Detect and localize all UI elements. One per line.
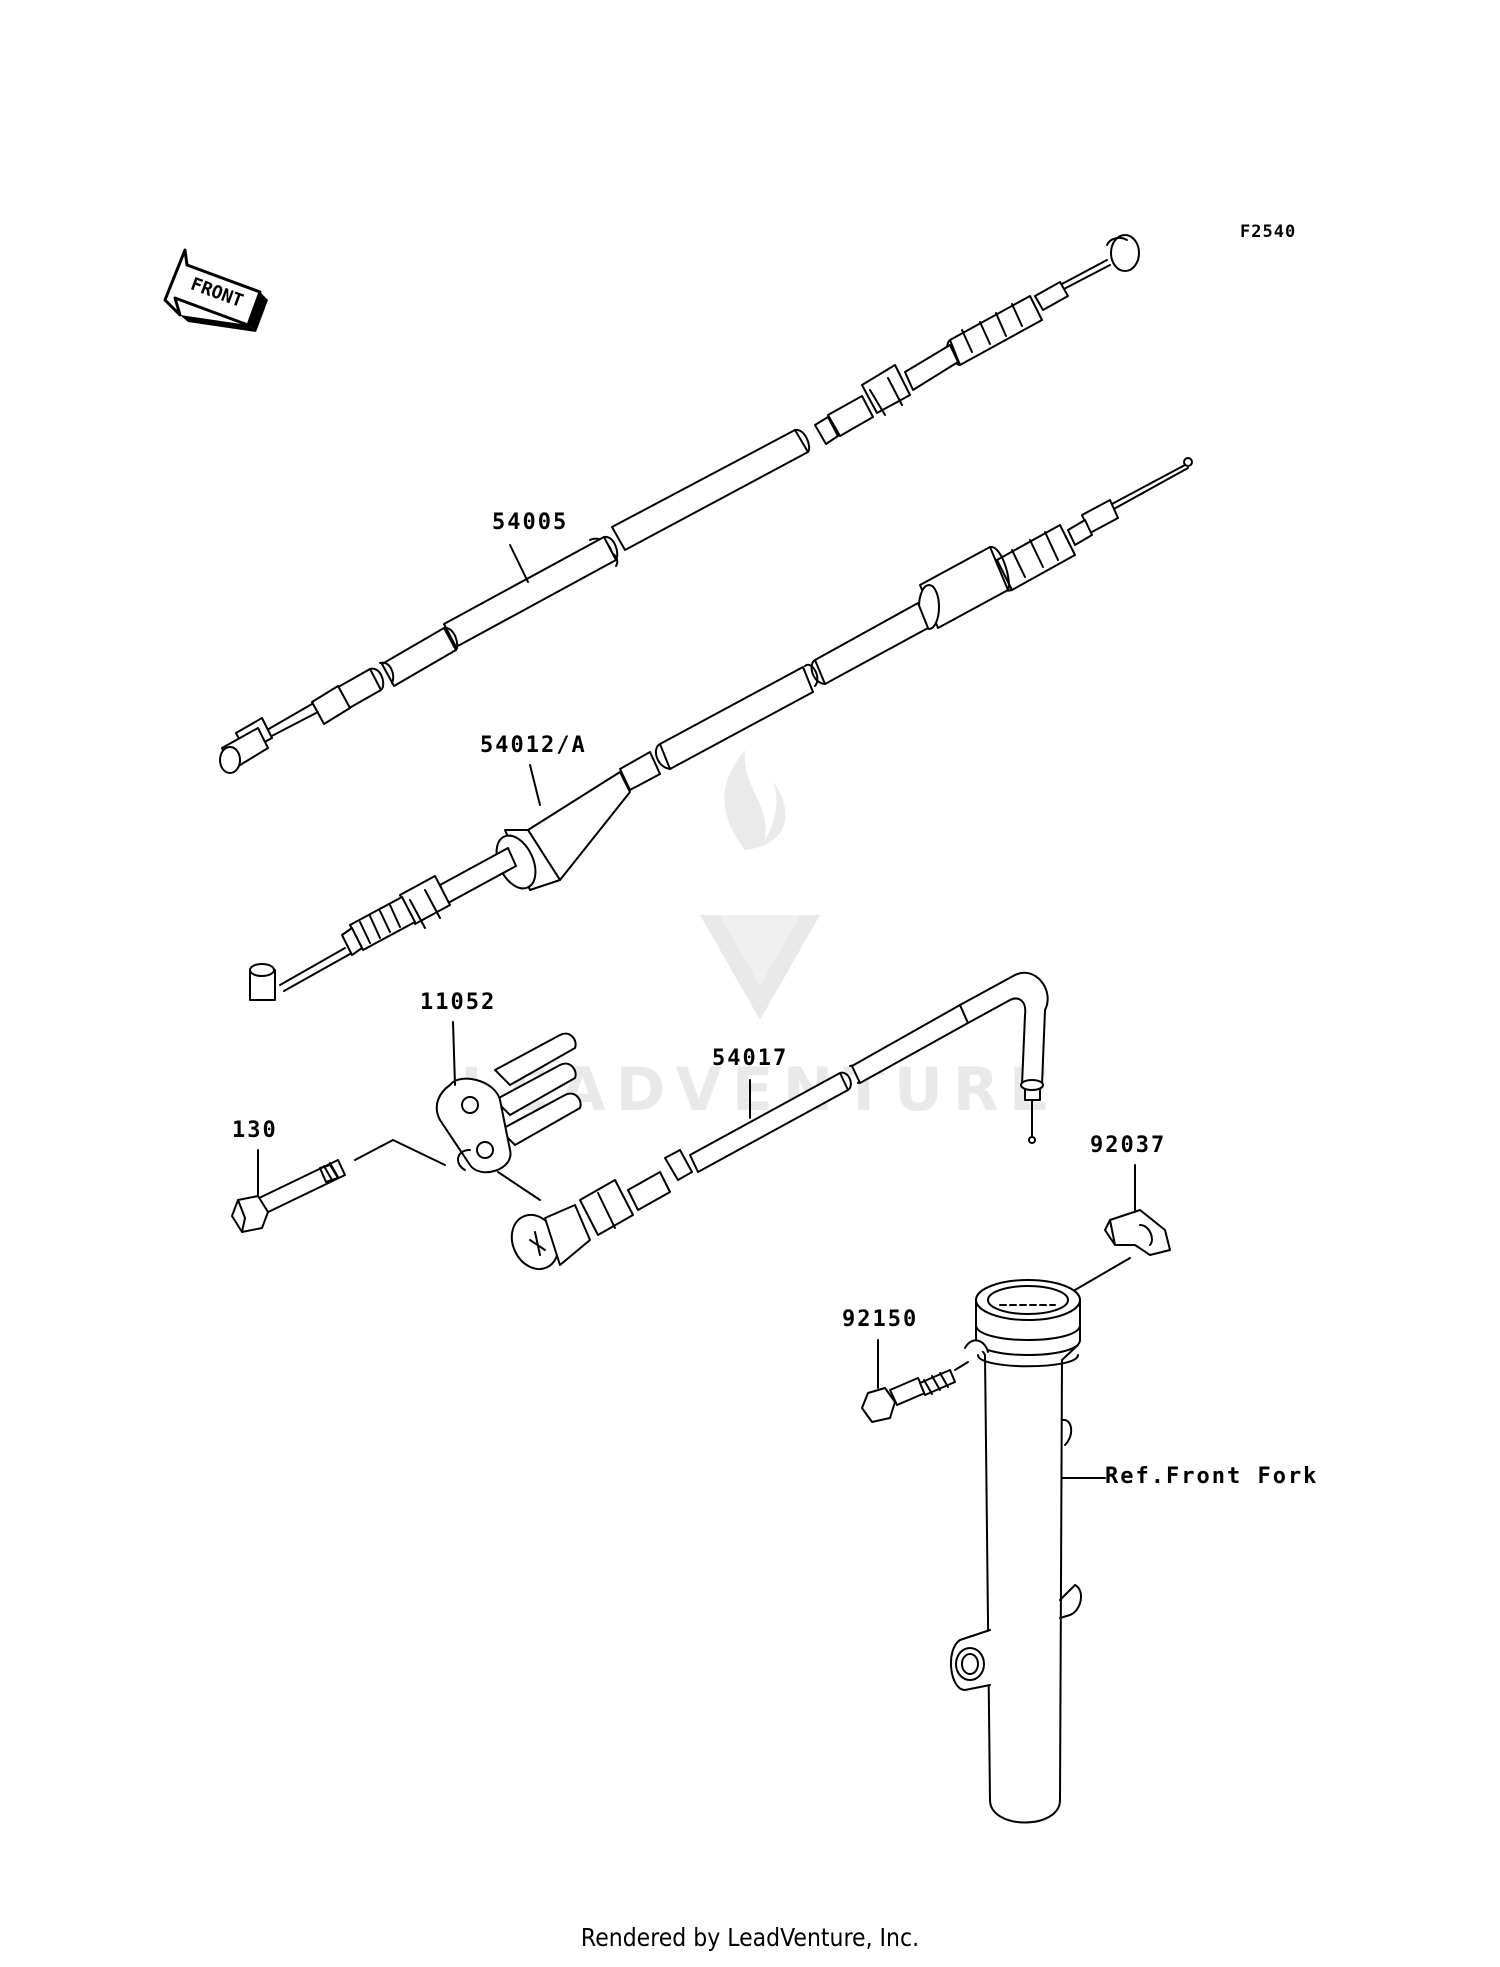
bracket-11052 bbox=[435, 1021, 582, 1174]
footer-credit: Rendered by LeadVenture, Inc. bbox=[580, 1923, 920, 1952]
part-label-54012a[interactable]: 54012/A bbox=[480, 733, 587, 758]
front-arrow-icon: FRONT bbox=[163, 248, 268, 332]
part-label-54017[interactable]: 54017 bbox=[712, 1046, 789, 1071]
part-label-130[interactable]: 130 bbox=[232, 1118, 278, 1143]
bolt-92150 bbox=[861, 1339, 969, 1423]
part-label-92150[interactable]: 92150 bbox=[842, 1307, 919, 1332]
part-label-54005[interactable]: 54005 bbox=[492, 510, 569, 535]
reference-front-fork: Ref.Front Fork bbox=[1105, 1464, 1319, 1489]
cable-54017 bbox=[510, 971, 1049, 1271]
diagram-code: F2540 bbox=[1240, 222, 1297, 242]
clamp-92037 bbox=[1074, 1164, 1171, 1291]
front-fork bbox=[949, 1279, 1106, 1824]
part-label-92037[interactable]: 92037 bbox=[1090, 1133, 1167, 1158]
part-label-11052[interactable]: 11052 bbox=[420, 990, 497, 1015]
bolt-130 bbox=[231, 1139, 541, 1233]
cable-54012A bbox=[249, 457, 1193, 1001]
cable-54005 bbox=[219, 234, 1140, 774]
